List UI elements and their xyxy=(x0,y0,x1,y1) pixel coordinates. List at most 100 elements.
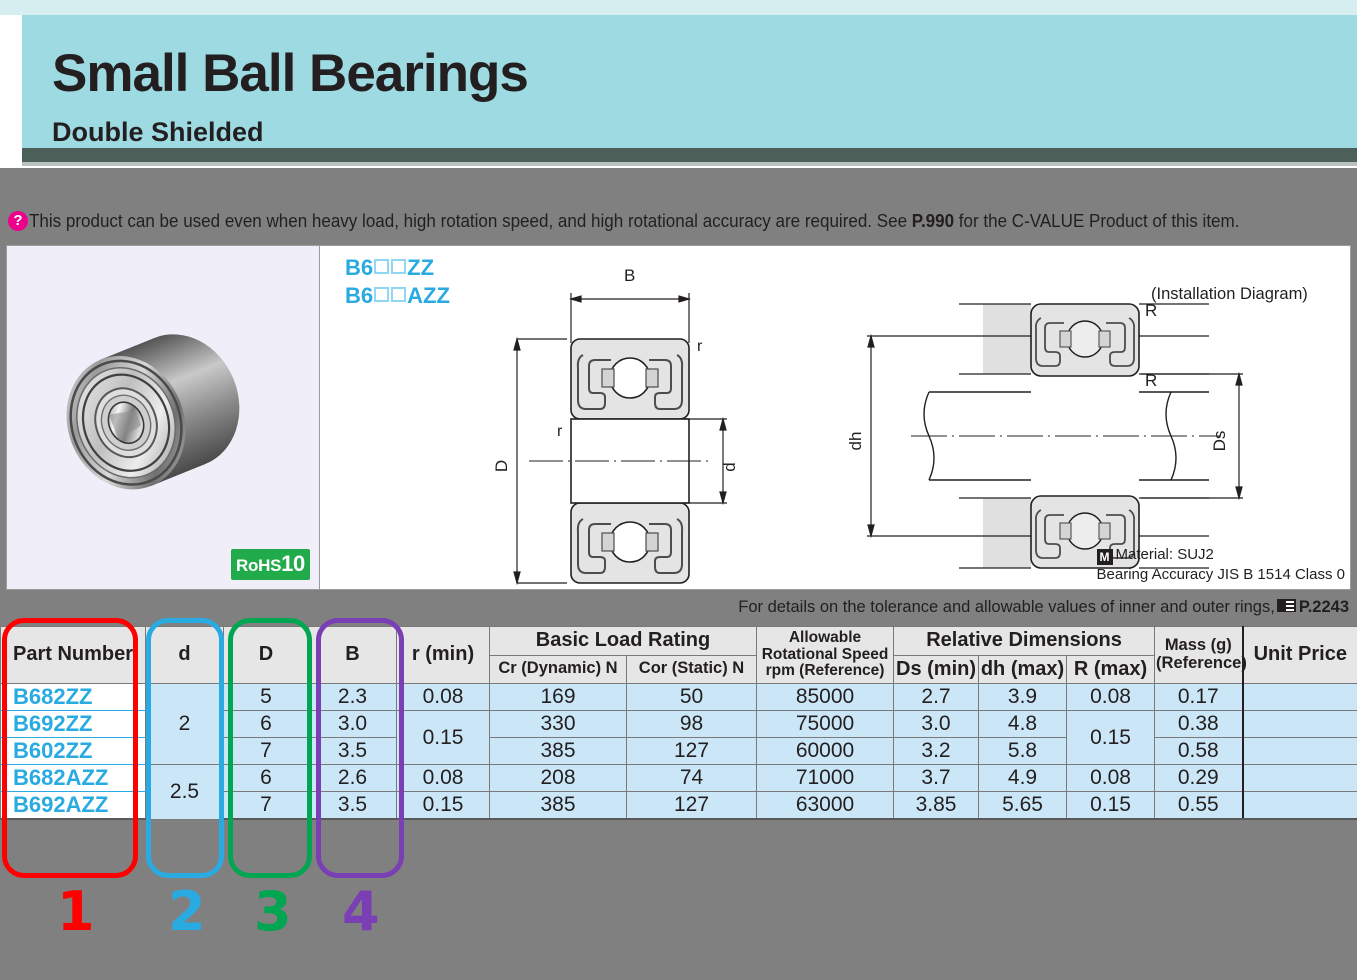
cell-dh: 5.8 xyxy=(978,737,1068,766)
material-text: Material: SUJ2 xyxy=(1115,545,1214,563)
cell-part-number[interactable]: B682ZZ xyxy=(0,683,146,712)
cell-cor: 50 xyxy=(625,683,758,712)
cell-B: 3.5 xyxy=(308,737,397,766)
placeholder-box-icon xyxy=(374,286,390,302)
dim-label-R-mid: R xyxy=(1145,371,1157,390)
dim-label-Ds: Ds xyxy=(1210,431,1229,452)
cell-cr: 330 xyxy=(489,710,627,739)
note-text-after: for the C-VALUE Product of this item. xyxy=(954,210,1240,231)
table-row[interactable]: B682ZZ 2 5 2.3 0.08 169 50 85000 2.7 3.9… xyxy=(0,683,1357,766)
page-subtitle: Double Shielded xyxy=(52,117,264,147)
cell-cor: 74 xyxy=(625,764,758,793)
cell-part-number[interactable]: B602ZZ xyxy=(0,737,146,766)
cell-unit-price[interactable] xyxy=(1241,737,1357,766)
annotation-number-4: 4 xyxy=(342,880,380,943)
cell-D: 7 xyxy=(223,737,309,766)
col-header-dh-max: dh (max) xyxy=(978,654,1068,685)
table-row[interactable]: B602ZZ 7 3.5 385 127 60000 3.2 5.8 0.58 xyxy=(0,737,1357,766)
cell-cor: 127 xyxy=(625,791,758,821)
col-header-ds-min: Ds (min) xyxy=(893,654,980,685)
header-band xyxy=(22,15,1357,148)
col-header-D: D xyxy=(223,625,309,685)
placeholder-box-icon xyxy=(391,286,407,302)
cell-d: 2 xyxy=(145,683,224,766)
cell-part-number[interactable]: B692ZZ xyxy=(0,710,146,739)
cell-unit-price[interactable] xyxy=(1241,791,1357,821)
rohs-label: RoHS xyxy=(236,556,282,575)
table-header-row-2: Cr (Dynamic) N Cor (Static) N Ds (min) d… xyxy=(1,654,1357,685)
cell-part-number[interactable]: B692AZZ xyxy=(0,791,146,821)
tolerance-note-text: For details on the tolerance and allowab… xyxy=(738,598,1275,616)
cell-dh: 5.65 xyxy=(978,791,1068,821)
catalog-book-icon xyxy=(1276,599,1296,612)
col-header-cor-static: Cor (Static) N xyxy=(625,654,758,685)
col-header-basic-load-rating: Basic Load Rating xyxy=(488,626,758,656)
annotation-number-1: 1 xyxy=(57,880,95,943)
cell-part-number[interactable]: B682AZZ xyxy=(0,764,146,793)
header-top-strip xyxy=(0,0,1357,15)
cell-speed: 63000 xyxy=(756,791,895,821)
cell-speed: 71000 xyxy=(756,764,895,793)
accuracy-text: Bearing Accuracy JIS B 1514 Class 0 xyxy=(1096,565,1345,583)
cell-B: 3.5 xyxy=(308,791,397,821)
table-row[interactable]: B692ZZ 6 3.0 0.15 330 98 75000 3.0 4.8 0… xyxy=(0,710,1357,766)
cell-ds: 3.0 xyxy=(893,710,980,739)
cell-d: 2.5 xyxy=(145,764,224,820)
cell-mass: 0.29 xyxy=(1154,764,1244,793)
cell-unit-price[interactable] xyxy=(1241,710,1357,739)
dim-label-D: D xyxy=(492,460,511,472)
col-header-r-max: R (max) xyxy=(1066,654,1156,685)
cell-dh: 4.9 xyxy=(978,764,1068,793)
dim-label-r-inner: r xyxy=(557,423,563,440)
product-photo-box: RoHS10 xyxy=(7,246,320,589)
cell-unit-price[interactable] xyxy=(1241,683,1357,712)
part-code-suffix-2: AZZ xyxy=(407,282,450,308)
placeholder-box-icon xyxy=(391,259,407,274)
specification-table: Part Number d D B r (min) Basic Load Rat… xyxy=(0,625,1357,821)
cell-speed: 75000 xyxy=(756,710,895,739)
cell-cr: 385 xyxy=(489,791,627,821)
dim-label-r-outer: r xyxy=(697,338,703,355)
col-header-allowable-speed: Allowable Rotational Speed rpm (Referenc… xyxy=(756,625,895,685)
cell-cr: 169 xyxy=(489,683,627,712)
table-row[interactable]: B692AZZ 7 3.5 0.15 385 127 63000 3.85 5.… xyxy=(0,791,1357,821)
annotation-number-2: 2 xyxy=(168,880,206,943)
part-code-suffix-1: ZZ xyxy=(407,255,435,280)
rohs-number: 10 xyxy=(281,551,305,576)
dim-label-R-top: R xyxy=(1145,301,1157,320)
dim-label-B: B xyxy=(624,266,635,285)
cell-r-min: 0.15 xyxy=(396,710,490,766)
note-page-ref[interactable]: P.990 xyxy=(911,210,955,231)
page-header: Small Ball Bearings Double Shielded xyxy=(0,0,1357,168)
cell-speed: 60000 xyxy=(756,737,895,766)
cell-mass: 0.55 xyxy=(1154,791,1244,821)
table-header-row-1: Part Number d D B r (min) Basic Load Rat… xyxy=(0,625,1357,685)
col-header-d: d xyxy=(145,625,224,685)
cell-r-max: 0.15 xyxy=(1066,791,1156,821)
cell-r-min: 0.08 xyxy=(396,764,490,793)
cross-section-drawing: B D d r r xyxy=(492,266,739,586)
annotation-number-3: 3 xyxy=(254,880,292,943)
ball-bearing-photo xyxy=(66,334,240,490)
cell-B: 2.6 xyxy=(308,764,397,793)
cell-D: 7 xyxy=(223,791,309,821)
cell-D: 6 xyxy=(223,710,309,739)
cell-unit-price[interactable] xyxy=(1241,764,1357,793)
col-header-part-number: Part Number xyxy=(0,625,146,685)
dim-label-d: d xyxy=(720,462,739,471)
part-code-prefix-1: B6 xyxy=(345,255,374,280)
table-row[interactable]: B682AZZ 2.5 6 2.6 0.08 208 74 71000 3.7 … xyxy=(0,764,1357,820)
material-badge-icon: M xyxy=(1096,548,1113,565)
tolerance-page-ref[interactable]: P.2243 xyxy=(1298,598,1349,616)
dim-label-dh: dh xyxy=(846,432,865,451)
cell-ds: 3.2 xyxy=(893,737,980,766)
col-header-B: B xyxy=(308,625,397,685)
cell-r-min: 0.08 xyxy=(396,683,490,712)
placeholder-box-icon xyxy=(374,259,390,274)
cell-cor: 98 xyxy=(625,710,758,739)
